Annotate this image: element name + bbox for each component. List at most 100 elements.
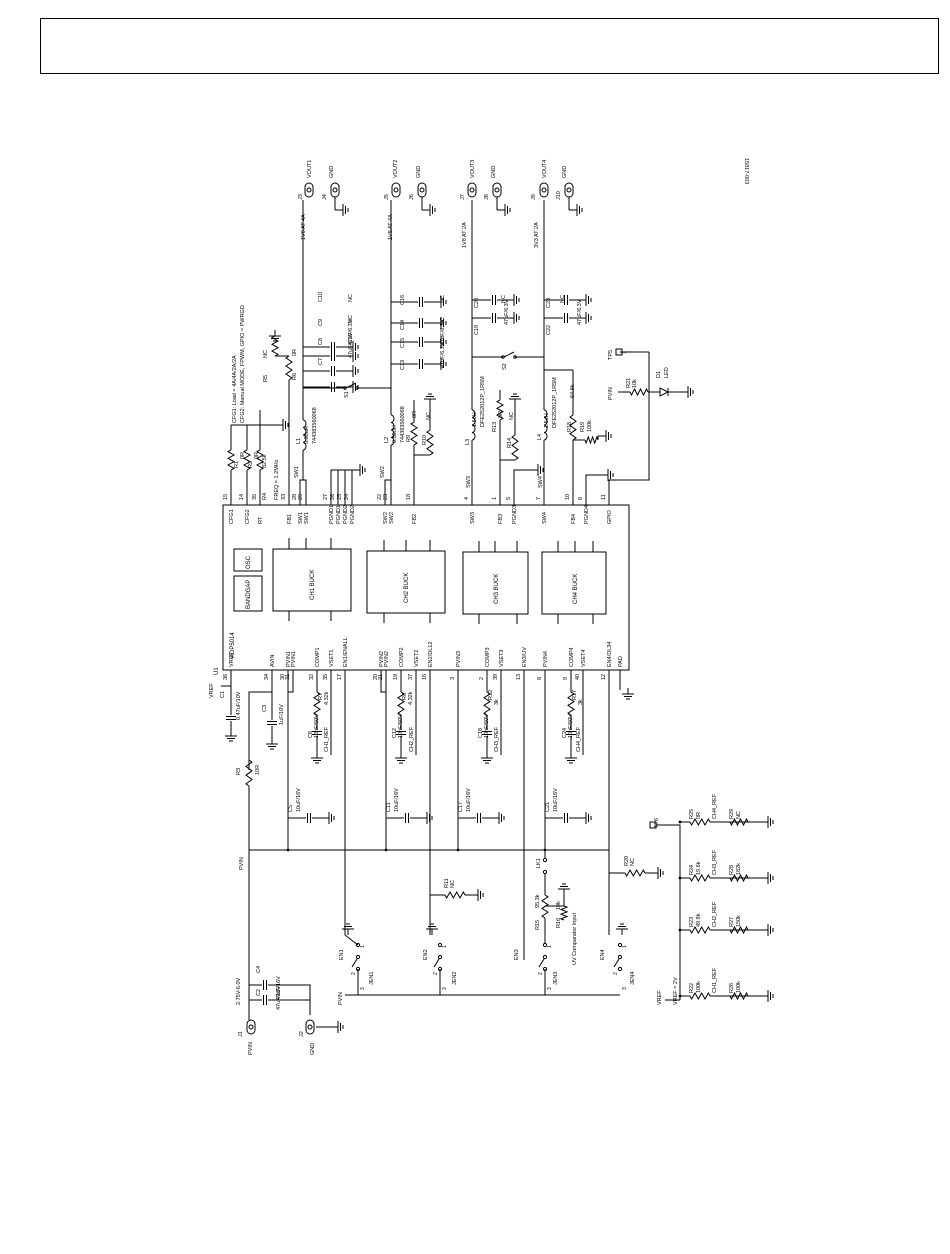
resistor-icon	[313, 691, 321, 716]
ref-bot-r-ref: R27	[729, 917, 735, 927]
jumper-pin-3: 3	[442, 987, 448, 990]
left-pin-num: 16	[422, 674, 428, 680]
right-pin-name: PGND3	[512, 505, 518, 524]
right-pin-num: 1	[492, 497, 498, 500]
bandgap-label: BANDGAP	[246, 580, 252, 609]
vout3-rating: 1V8 AT 2A	[462, 222, 468, 248]
junction-dot	[286, 848, 290, 852]
right-pin-name: RT	[258, 516, 264, 524]
j7-ref: J7	[460, 194, 466, 200]
ref-top-r-ref: R23	[689, 917, 695, 927]
jumper-pin-1: 1	[442, 945, 448, 948]
c15-value: 47uF/6.3V	[440, 319, 446, 345]
right-pin-num: 33	[281, 494, 287, 500]
c2-value: 47uF/16V	[276, 986, 282, 1010]
ground-icon	[578, 294, 592, 306]
d1-ref: D1	[656, 371, 662, 378]
ref-bot-r-ref: R28	[729, 865, 735, 875]
junction-dot	[678, 928, 682, 932]
r10-value: NC	[426, 412, 432, 420]
switch-icon	[501, 351, 517, 359]
r9-value: 0R	[412, 411, 418, 418]
resistor-icon	[242, 449, 252, 471]
left-pin-num: 2	[479, 677, 485, 680]
capacitor-icon	[331, 342, 335, 352]
c4-ref: C4	[256, 966, 262, 973]
r14-ref: R14	[507, 438, 513, 448]
freq-note: FREQ = 1.2MHz	[274, 459, 280, 500]
ref-bot-r-value: 100k	[736, 981, 742, 993]
bandgap-block	[233, 575, 263, 612]
wire	[585, 474, 600, 490]
r20-value: NC	[630, 858, 636, 866]
j9-ref: J9	[531, 194, 537, 200]
wire	[513, 469, 530, 490]
wire	[268, 984, 311, 1015]
l3-value: 1.5uH	[472, 412, 478, 427]
ground-icon	[600, 469, 614, 481]
resistor-icon	[255, 449, 265, 471]
j6-ref: J6	[409, 194, 415, 200]
tp5-ref: TP5	[608, 350, 614, 360]
r4-value: 82.5k	[262, 454, 268, 468]
comp-c-value: 10nF/50V	[398, 714, 404, 738]
l1-value: 0.68uH	[304, 426, 310, 444]
resistor-icon	[629, 387, 649, 397]
right-pin-num: 18	[406, 494, 412, 500]
en2-net: EN2	[423, 949, 429, 960]
c23-value: NC	[560, 295, 566, 303]
wire	[344, 934, 359, 946]
comp-r-value: 3k	[578, 699, 584, 705]
j1-ref: J1	[238, 1031, 244, 1037]
l1-ref: L1	[296, 438, 302, 444]
right-pin-num: 22	[377, 494, 383, 500]
capacitor-icon	[267, 721, 277, 725]
c8-value: 47uF/6.3V	[348, 319, 354, 345]
comp-c-ref: C18	[478, 728, 484, 738]
resistor-icon	[426, 429, 434, 456]
vout2-rating: 1V5 AT 4A	[388, 214, 394, 240]
jumper-pin-3: 3	[547, 987, 553, 990]
right-pin-num: 7	[536, 497, 542, 500]
left-pin-num: 13	[516, 674, 522, 680]
ground-icon	[266, 738, 278, 750]
right-pin-num: 29	[298, 494, 304, 500]
c14-value: NC	[440, 317, 446, 325]
comp-r-ref: R7	[318, 693, 324, 700]
right-pin-name: GPIO	[607, 510, 613, 524]
ground-icon	[345, 350, 359, 362]
wire	[608, 352, 650, 490]
right-pin-name: SW1	[304, 512, 310, 524]
d1-value: LED	[664, 367, 670, 378]
r13-value: 0R	[498, 411, 504, 418]
capacitor-icon	[492, 295, 496, 305]
resistor-icon	[729, 873, 749, 883]
left-pin-num: 20	[373, 674, 379, 680]
left-pin-num: 21	[378, 674, 384, 680]
l3-part: DFE252012P_1R5M	[480, 376, 486, 427]
r14-value: NC	[509, 412, 515, 420]
junction-dot	[456, 848, 460, 852]
resistor-icon	[689, 873, 711, 883]
right-pin-num: 28	[292, 494, 298, 500]
jack-icon	[539, 182, 549, 198]
c13-value: 47uF/6.3V	[440, 342, 446, 368]
ground-icon	[680, 386, 694, 398]
resistor-icon	[689, 925, 711, 935]
j2-gnd: GND	[310, 1043, 316, 1055]
right-pin-name: CFG2	[245, 509, 251, 524]
c1-ref: C1	[220, 691, 226, 698]
ref-bot-r-value: 182k	[736, 863, 742, 875]
ground-icon	[345, 365, 359, 377]
jen3-ref: JEN3	[553, 972, 559, 985]
lk1-pin	[542, 869, 548, 875]
resistor-icon	[483, 691, 491, 716]
resistor-icon	[569, 414, 577, 441]
jack-icon	[564, 182, 574, 198]
chip-name: ADP5014	[230, 632, 236, 658]
j3-ref: J3	[298, 194, 304, 200]
tp6-box	[649, 821, 657, 829]
lk1-pin	[542, 857, 548, 863]
en3-net: EN3	[514, 949, 520, 960]
resistor-icon	[410, 421, 418, 446]
